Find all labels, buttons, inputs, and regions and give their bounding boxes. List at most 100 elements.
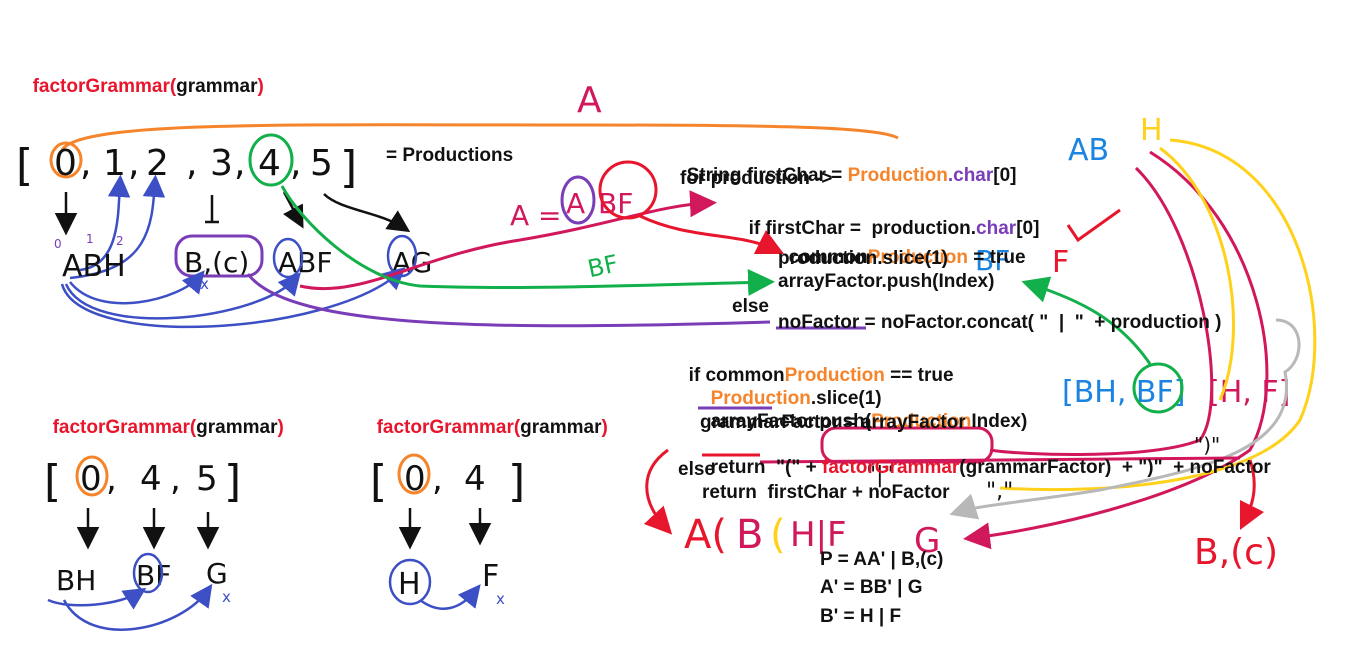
bl-comma-1: ,: [106, 459, 117, 499]
header-bl-fn: factorGrammar: [52, 417, 190, 438]
crimson-line-under-return: [759, 456, 1241, 464]
header-top-paren-close: ): [257, 76, 264, 97]
header-top-arg: grammar: [176, 76, 258, 97]
top-comma-2: ,: [128, 143, 139, 184]
gray-curve: [949, 318, 1301, 520]
red-check-mark: [1066, 208, 1121, 243]
label-A-top: A: [577, 80, 602, 121]
result-G: G: [914, 521, 940, 561]
label-H-yellow: H: [1140, 113, 1163, 148]
red-curve-to-A: [643, 448, 673, 535]
code-line-11: arrayFactor.push(ProductionIndex): [700, 389, 1028, 433]
label-F-red: F: [1052, 245, 1069, 280]
header-bm-paren-close: ): [601, 417, 608, 438]
bm-array-open: [: [370, 456, 387, 507]
yellow-curve-2: [1159, 146, 1235, 401]
result-A: A(: [684, 512, 727, 558]
code-line-12: grammarFactor = arrayFactor: [700, 412, 966, 433]
label-quote-comma: ",": [986, 479, 1013, 504]
label-A-circled: A: [566, 187, 585, 220]
bl-item-0: 0: [80, 459, 102, 499]
red-arrow-BF: [639, 214, 785, 255]
bl-prod-BF: BF: [136, 559, 171, 592]
bl-blue-link-BF: [47, 587, 147, 610]
label-bracket-H-F: [H, F]: [1208, 375, 1290, 410]
code-l9b: Production: [784, 365, 885, 386]
code-l1c: .char: [947, 165, 994, 186]
result-paren: (: [770, 512, 786, 558]
prod-ABF: ABF: [278, 246, 332, 279]
code-line-1: String firstChar = Production.char[0]: [676, 143, 1017, 187]
bl-comma-2: ,: [170, 459, 181, 499]
code-l11c: Index): [971, 411, 1028, 432]
prod-ABH: ABH: [62, 249, 126, 284]
circle-bm-0: [397, 453, 431, 495]
code-l11b: Production: [871, 411, 972, 432]
bm-array-close: ]: [508, 456, 525, 507]
bl-array-close: ]: [224, 456, 241, 507]
header-bottom-left: factorGrammar(grammar): [42, 395, 284, 439]
code-l4c: = true: [968, 247, 1026, 268]
top-comma-1: ,: [80, 143, 91, 184]
label-BF-blue: BF: [975, 244, 1010, 277]
header-top-fn: factorGrammar: [32, 76, 170, 97]
label-A-eq: A =: [510, 199, 562, 232]
top-array-open: [: [16, 140, 33, 191]
bl-prod-BH: BH: [56, 564, 96, 597]
result-Bc: B,(c): [1194, 532, 1278, 573]
circle-top-0: [49, 141, 83, 179]
blue-link-ABF: [64, 272, 301, 320]
productions-label: = Productions: [386, 145, 514, 166]
bm-prod-F: F: [482, 559, 499, 594]
crimson-line-ABF: [299, 190, 717, 291]
top-item-4: 4: [258, 143, 281, 184]
code-l9a: if common: [688, 365, 785, 386]
crimson-curve-Bc: [1239, 459, 1265, 531]
bl-prod-G: G: [206, 557, 228, 590]
bl-item-5: 5: [196, 459, 218, 499]
blue-arrow-to-2: [69, 174, 166, 280]
code-line-8: noFactor = noFactor.concat( " | " + prod…: [778, 312, 1222, 333]
header-bl-paren-open: (: [189, 417, 197, 438]
box-Bc: [174, 234, 264, 278]
bm-prod-H: H: [398, 567, 421, 602]
label-BF-green: BF: [585, 250, 620, 284]
top-comma-4: ,: [234, 143, 245, 184]
bl-item-4: 4: [140, 459, 162, 499]
orange-brace: [60, 123, 899, 151]
code-line-5: production.slice(1): [778, 248, 948, 269]
green-arrow-back: [1021, 276, 1152, 365]
top-comma-5: ,: [290, 143, 301, 184]
code-l3c: [0]: [1016, 218, 1040, 239]
header-top-paren-open: (: [169, 76, 177, 97]
result-grammar-3: B' = H | F: [820, 606, 902, 627]
green-line-4: [280, 185, 775, 296]
crimson-curve-big: [963, 150, 1269, 550]
code-line-9: if commonProduction == true: [678, 343, 954, 387]
code-line-7: else: [732, 296, 769, 317]
blue-link-AG: [60, 266, 406, 329]
bl-array-open: [: [44, 456, 61, 507]
bm-item-4: 4: [464, 459, 486, 499]
code-line-14: else: [678, 459, 715, 480]
label-quote-close: ")": [1194, 433, 1220, 457]
arrow-4-down: [282, 191, 304, 229]
header-bl-paren-close: ): [277, 417, 284, 438]
header-bm-arg: grammar: [520, 417, 602, 438]
code-l1a: String firstChar =: [686, 165, 848, 186]
code-l13a: return "(" +: [710, 457, 823, 478]
code-l1b: Production: [847, 165, 948, 186]
arrow-5-down: [323, 193, 411, 233]
circle-top-4: [248, 133, 294, 187]
code-l4a: common: [788, 247, 868, 268]
code-l1d: [0]: [993, 165, 1017, 186]
bm-blue-link-F: [419, 584, 481, 610]
x-mark-bm: x: [496, 590, 505, 608]
result-HF: H|F: [790, 515, 847, 555]
code-l11a: arrayFactor.push(: [710, 411, 872, 432]
bm-comma-1: ,: [432, 459, 443, 499]
label-AB: AB: [1068, 133, 1109, 168]
result-B: B: [736, 512, 763, 558]
header-bl-arg: grammar: [196, 417, 278, 438]
circle-A-purple: [560, 175, 596, 225]
